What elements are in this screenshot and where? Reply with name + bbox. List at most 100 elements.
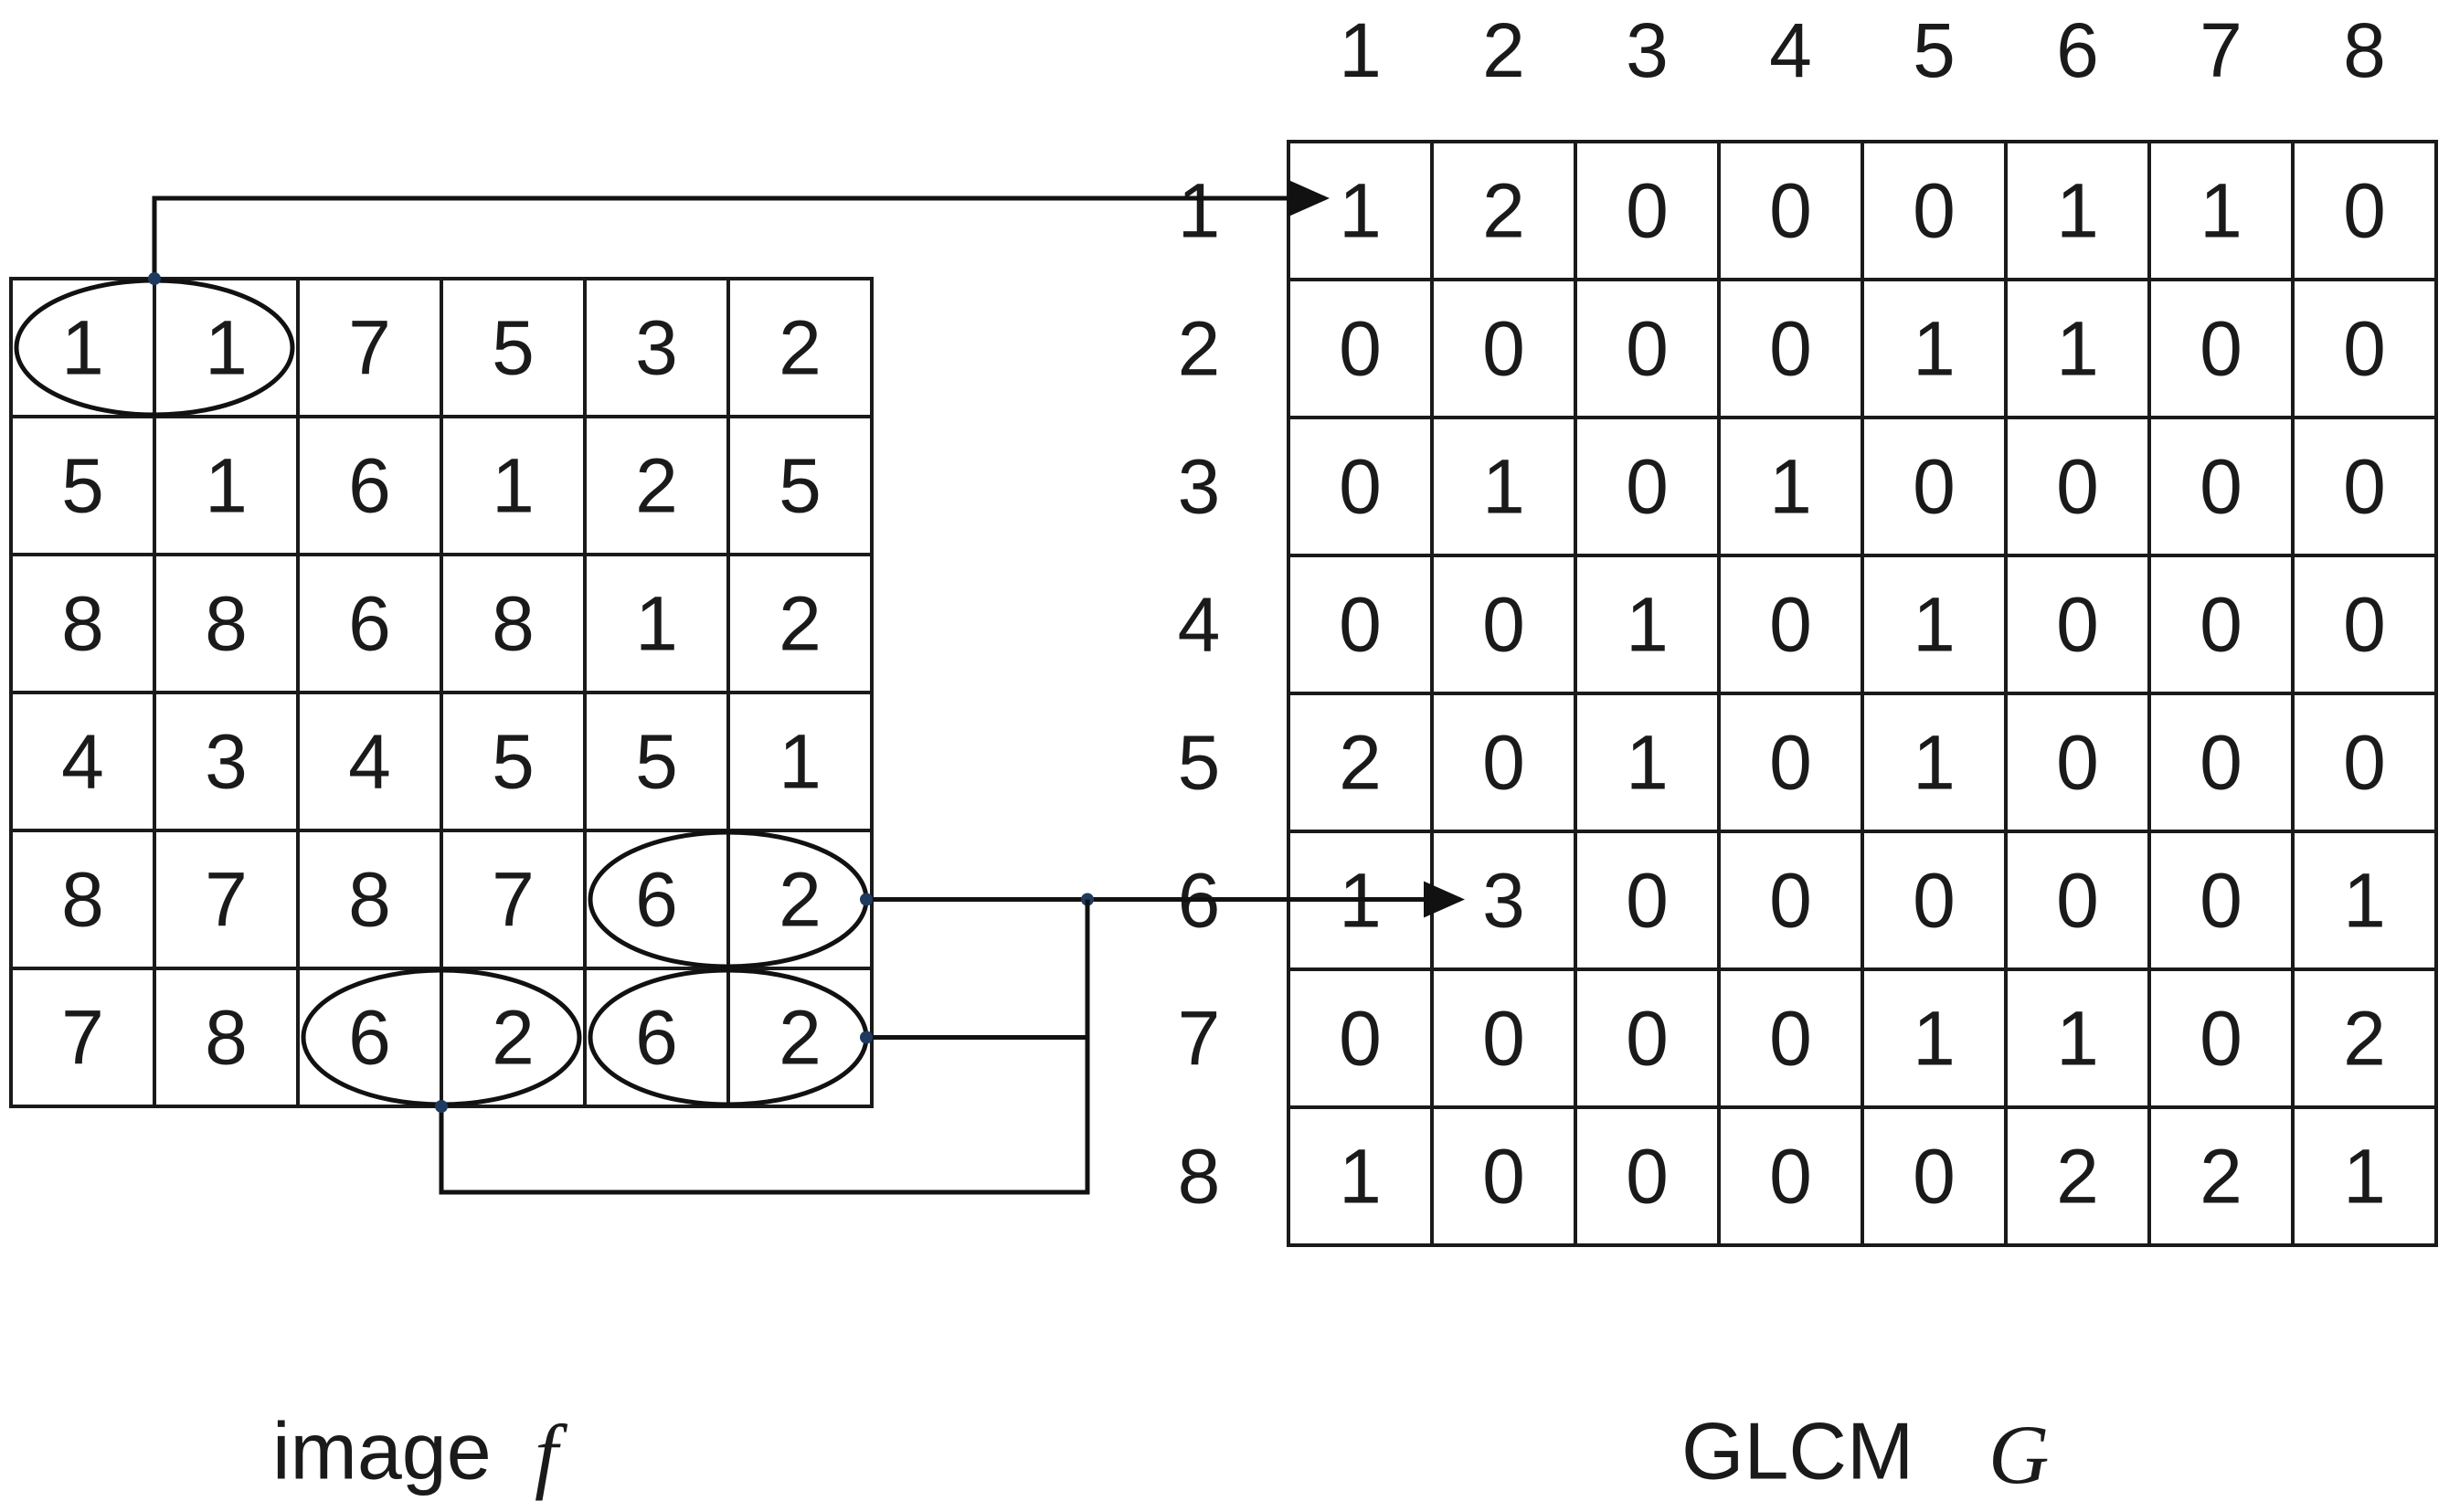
glcm-cell: 1 xyxy=(2056,996,2099,1082)
glcm-cell: 1 xyxy=(1913,996,1956,1082)
glcm-cell: 0 xyxy=(1769,168,1812,254)
glcm-cell: 0 xyxy=(2343,168,2386,254)
image-f-cell: 5 xyxy=(492,719,535,805)
image-f-cell: 7 xyxy=(348,305,391,391)
glcm-cell: 0 xyxy=(2200,306,2242,392)
glcm-column-header: 5 xyxy=(1913,7,1956,93)
glcm-column-header: 1 xyxy=(1339,7,1382,93)
glcm-cell: 0 xyxy=(2056,582,2099,668)
glcm-row-header: 4 xyxy=(1178,582,1221,668)
glcm-cell: 2 xyxy=(2200,1134,2242,1220)
junction-dot xyxy=(860,893,873,906)
image-f-cell: 4 xyxy=(61,719,104,805)
image-f-cell: 7 xyxy=(61,995,104,1081)
glcm-cell: 1 xyxy=(1626,582,1669,668)
glcm-cell: 0 xyxy=(2056,858,2099,944)
junction-dot xyxy=(435,1100,448,1113)
image-f-cell: 6 xyxy=(635,857,678,943)
glcm-cell: 2 xyxy=(2343,996,2386,1082)
glcm-cell: 0 xyxy=(1769,996,1812,1082)
glcm-cell: 0 xyxy=(1339,996,1382,1082)
image-f-grid xyxy=(9,277,874,1108)
image-f-cell: 8 xyxy=(205,995,248,1081)
glcm-cell: 0 xyxy=(1482,720,1525,806)
glcm-column-header: 2 xyxy=(1482,7,1525,93)
image-f-cell: 6 xyxy=(635,995,678,1081)
image-f-cell: 6 xyxy=(348,443,391,529)
glcm-cell: 0 xyxy=(1913,1134,1956,1220)
image-f-cell: 6 xyxy=(348,995,391,1081)
image-f-cell: 3 xyxy=(205,719,248,805)
connector-pair-6-2-c xyxy=(439,899,1090,1195)
glcm-column-header: 4 xyxy=(1769,7,1812,93)
glcm-cell: 1 xyxy=(1626,720,1669,806)
image-caption: image f xyxy=(272,1406,568,1502)
glcm-caption-label: GLCM xyxy=(1681,1406,1914,1496)
image-f-cell: 8 xyxy=(492,581,535,667)
glcm-column-header: 7 xyxy=(2200,7,2242,93)
glcm-cell: 1 xyxy=(1339,168,1382,254)
glcm-cell: 0 xyxy=(1339,444,1382,530)
glcm-cell: 2 xyxy=(1482,168,1525,254)
glcm-cell: 1 xyxy=(2343,1134,2386,1220)
image-f-cell: 2 xyxy=(779,305,822,391)
glcm-cell: 1 xyxy=(1482,444,1525,530)
glcm-values: 1 2 0 0 0 1 1 0 0 0 0 0 1 1 0 0 0 1 0 1 0 0 0 0 0 0 1 0 1 0 0 0 2 0 1 0 1 0 0 0… xyxy=(1339,168,2386,1220)
junction-dot xyxy=(860,1031,873,1044)
glcm-column-header: 6 xyxy=(2056,7,2099,93)
image-f-cell: 4 xyxy=(348,719,391,805)
glcm-cell: 0 xyxy=(1769,582,1812,668)
glcm-cell: 0 xyxy=(1769,306,1812,392)
glcm-row-header: 3 xyxy=(1178,444,1221,530)
image-f-cell: 3 xyxy=(635,305,678,391)
glcm-cell: 0 xyxy=(1769,1134,1812,1220)
glcm-cell: 0 xyxy=(1339,306,1382,392)
glcm-cell: 1 xyxy=(1913,582,1956,668)
glcm-cell: 1 xyxy=(1769,444,1812,530)
image-f-cell: 1 xyxy=(205,443,248,529)
glcm-cell: 0 xyxy=(1626,306,1669,392)
image-f-cell: 1 xyxy=(61,305,104,391)
image-f-cell: 8 xyxy=(61,581,104,667)
glcm-cell: 0 xyxy=(2056,720,2099,806)
glcm-cell: 0 xyxy=(1626,996,1669,1082)
glcm-column-header: 8 xyxy=(2343,7,2386,93)
glcm-cell: 0 xyxy=(1769,720,1812,806)
glcm-cell: 1 xyxy=(2343,858,2386,944)
glcm-cell: 0 xyxy=(2200,582,2242,668)
glcm-cell: 0 xyxy=(2343,720,2386,806)
image-f-cell: 8 xyxy=(61,857,104,943)
glcm-cell: 0 xyxy=(2200,858,2242,944)
glcm-cell: 1 xyxy=(1339,1134,1382,1220)
image-f-cell: 2 xyxy=(779,857,822,943)
image-f-cell: 2 xyxy=(635,443,678,529)
glcm-cell: 3 xyxy=(1482,858,1525,944)
glcm-row-header: 5 xyxy=(1178,720,1221,806)
image-f-cell: 7 xyxy=(205,857,248,943)
glcm-cell: 1 xyxy=(2056,168,2099,254)
glcm-cell: 0 xyxy=(1626,444,1669,530)
glcm-cell: 1 xyxy=(1913,306,1956,392)
glcm-cell: 0 xyxy=(2343,582,2386,668)
image-f-cell: 1 xyxy=(205,305,248,391)
glcm-cell: 0 xyxy=(2200,444,2242,530)
glcm-cell: 0 xyxy=(1482,306,1525,392)
glcm-cell: 1 xyxy=(1913,720,1956,806)
glcm-cell: 0 xyxy=(1913,168,1956,254)
image-f-cell: 1 xyxy=(779,719,822,805)
glcm-row-header: 1 xyxy=(1178,168,1221,254)
image-f-cell: 5 xyxy=(492,305,535,391)
glcm-cell: 0 xyxy=(2056,444,2099,530)
glcm-cell: 0 xyxy=(1913,858,1956,944)
glcm-cell: 0 xyxy=(1482,1134,1525,1220)
glcm-cell: 0 xyxy=(1482,582,1525,668)
image-f-cell: 8 xyxy=(205,581,248,667)
image-caption-label: image xyxy=(272,1406,492,1496)
glcm-cell: 0 xyxy=(1769,858,1812,944)
image-f-cell: 5 xyxy=(635,719,678,805)
glcm-cell: 1 xyxy=(2056,306,2099,392)
glcm-row-header: 7 xyxy=(1178,996,1221,1082)
